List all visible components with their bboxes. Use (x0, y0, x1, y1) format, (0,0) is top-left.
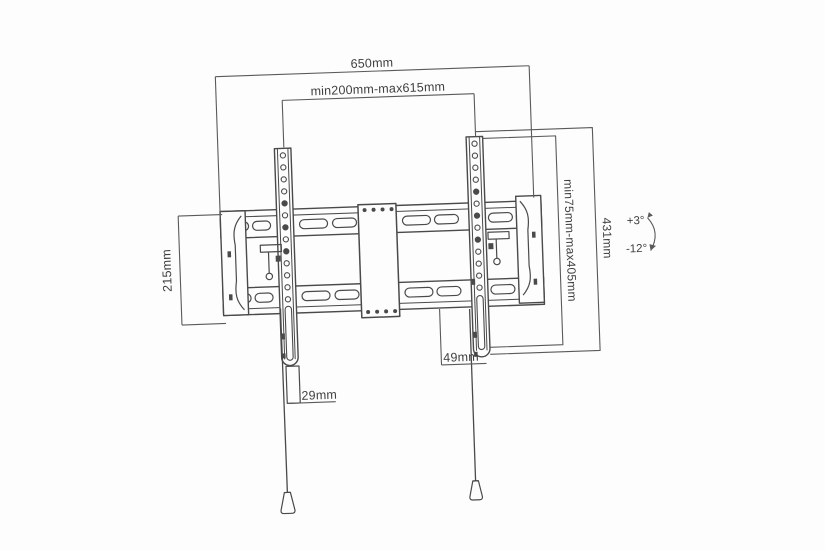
label-vesa-height-range: min75mm-max405mm (561, 179, 579, 302)
label-tilt-down: -12° (626, 243, 648, 256)
tilt-indicator (647, 212, 657, 251)
right-latch (487, 230, 510, 266)
center-vesa-plate (357, 202, 401, 319)
dimension-right-bottom-offset (439, 308, 487, 366)
left-pull-cord (279, 308, 296, 515)
wall-plate-right-endcap (514, 194, 546, 304)
wall-plate-left-endcap (219, 210, 250, 317)
dimension-bracket-height (475, 127, 601, 355)
label-right-bottom-offset: 49mm (443, 350, 479, 365)
dimension-mount-width-range (281, 93, 477, 148)
dimension-vesa-height-range (482, 135, 564, 348)
label-mount-width-range: min200mm-max615mm (310, 80, 445, 99)
label-left-bottom-offset: 29mm (301, 388, 337, 403)
label-wall-plate-height: 215mm (159, 249, 174, 292)
label-overall-width: 650mm (350, 55, 393, 70)
right-pull-cord (468, 308, 484, 501)
right-tv-bracket (465, 135, 491, 358)
label-bracket-height: 431mm (599, 217, 614, 258)
left-bracket-extension (285, 365, 301, 404)
label-tilt-up: +3° (627, 215, 645, 228)
dimension-left-bottom-offset (287, 401, 336, 404)
dimension-overall-width (214, 65, 535, 218)
left-latch (259, 243, 283, 281)
dimension-wall-plate-height (177, 213, 226, 326)
